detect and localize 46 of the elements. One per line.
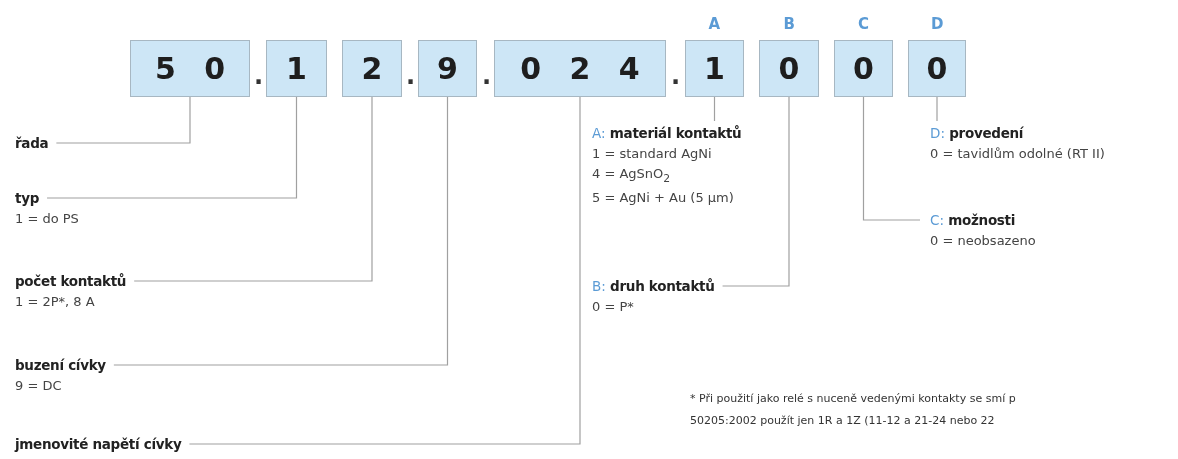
value-text: 0 = P* [592,299,634,314]
field-heading: D: provedení [930,125,1024,141]
code-digit-box: 0 [908,40,966,97]
value-text: 4 = AgSnO$_{2}$ [592,166,671,185]
separator-dot: . [482,62,492,90]
value-text: 1 = 2P*, 8 A [15,294,95,309]
code-digit-box: 0 [759,40,819,97]
separator-dot: . [671,62,681,90]
position-letter: C [858,15,869,33]
field-heading: A: materiál kontaktů [592,125,742,141]
position-letter: B [783,15,795,33]
code-digit-box: 9 [418,40,477,97]
code-digit-box: 0 2 4 [494,40,666,97]
field-heading: buzení cívky [15,357,106,373]
footnote-text: 50205:2002 použít jen 1R a 1Z (11-12 a 21-24 nebo 22 [690,414,995,427]
field-heading: B: druh kontaktů [592,278,715,294]
position-letter: D [931,15,944,33]
leader-line [46,96,298,199]
code-digit-box: 5 0 [130,40,250,97]
leader-line [133,96,373,282]
field-heading: počet kontaktů [15,273,127,289]
value-text: 5 = AgNi + Au (5 µm) [592,189,734,205]
field-heading: C: možnosti [930,212,1016,228]
value-text: 9 = DC [15,378,62,393]
code-digit-box: 2 [342,40,402,97]
value-text: 0 = neobsazeno [930,233,1036,248]
separator-dot: . [406,62,416,90]
field-heading: typ [15,190,40,206]
leader-line [713,96,716,122]
code-digit-box: 0 [834,40,893,97]
footnote-text: * Při použití jako relé s nuceně vedenými kontakty se smí p [690,392,1016,405]
code-digit-box: 1 [685,40,744,97]
value-text: 0 = tavidlům odolné (RT II) [930,146,1105,161]
leader-line [188,96,581,445]
value-text: 1 = standard AgNi [592,146,712,161]
field-heading: řada [15,135,49,151]
value-text: 1 = do PS [15,211,79,226]
position-letter: A [708,15,721,33]
leader-line [55,96,191,144]
leader-line [936,96,938,122]
leader-line [113,96,449,366]
code-digit-box: 1 [266,40,327,97]
separator-dot: . [254,62,264,90]
field-heading: jmenovité napětí cívky [15,436,182,452]
leader-line [721,96,790,287]
leader-line [862,96,921,221]
